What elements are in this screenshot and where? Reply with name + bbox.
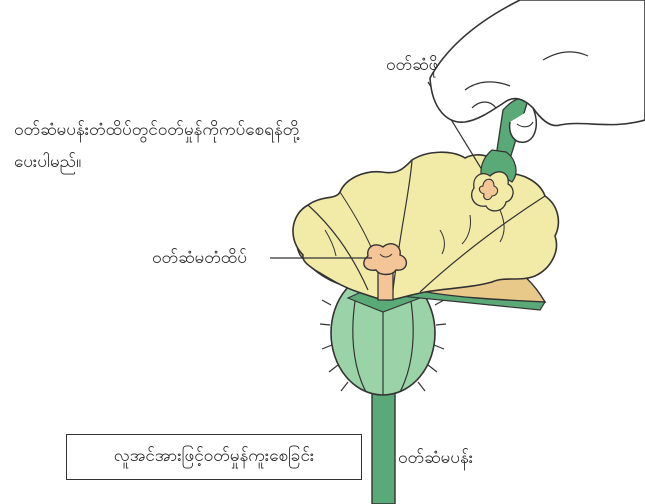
caption-box: လူအင်အားဖြင့်ဝတ်မှုန်ကူးစေခြင်း [66,434,362,480]
hand [430,0,645,142]
flower-stem [372,390,395,504]
male-flower-label: ဝတ်ဆံဖို [386,52,438,78]
stigma-label: ဝတ်ဆံမတံထိပ် [152,245,247,271]
female-flower-label: ဝတ်ဆံမပန်း [398,445,473,471]
instruction-text-line-2: ပေးပါမည်။ [14,149,81,175]
instruction-text-line-1: ဝတ်ဆံမပန်းတံထိပ်တွင်ဝတ်မှုန်ကိုကပ်စေရန်တ… [14,117,299,143]
caption-text: လူအင်အားဖြင့်ဝတ်မှုန်ကူးစေခြင်း [114,445,314,470]
petals [293,152,558,300]
